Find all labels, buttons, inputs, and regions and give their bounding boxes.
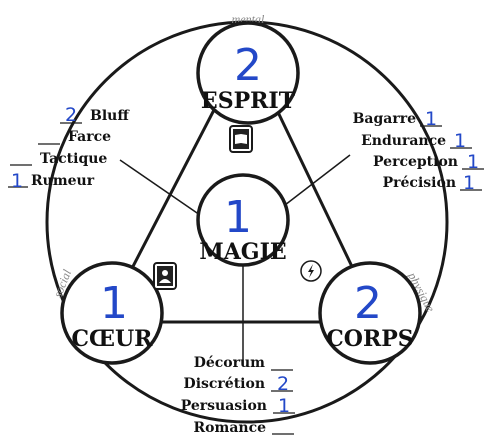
- node-esprit: 2 ESPRIT: [196, 21, 300, 125]
- lightning-icon: [300, 260, 322, 282]
- node-coeur-label: CŒUR: [72, 326, 154, 352]
- skill-row[interactable]: 2 Bluff: [60, 104, 130, 126]
- skill-row[interactable]: 1 Rumeur: [8, 170, 95, 192]
- skill-row[interactable]: Précision 1: [383, 172, 482, 194]
- skill-name: Persuasion: [181, 398, 267, 414]
- skill-row[interactable]: Tactique: [10, 151, 107, 167]
- skill-list-corps: Bagarre 1 Endurance 1 Perception 1 Préci…: [353, 108, 484, 194]
- skill-value[interactable]: 1: [454, 130, 466, 152]
- skill-name: Perception: [373, 154, 458, 170]
- connector-magie-right: [284, 154, 351, 206]
- skill-name: Romance: [194, 420, 267, 436]
- node-corps-value[interactable]: 2: [354, 278, 382, 329]
- skill-value[interactable]: 1: [425, 108, 437, 130]
- book-icon: [229, 125, 253, 153]
- node-coeur-circle: [60, 261, 164, 365]
- skill-list-esprit: 2 Bluff Farce Tactique 1 Rumeur: [8, 104, 130, 192]
- skill-name: Décorum: [194, 355, 265, 371]
- skill-value[interactable]: 1: [11, 170, 23, 192]
- skill-row[interactable]: Farce: [38, 129, 111, 145]
- skill-name: Farce: [68, 129, 111, 145]
- skill-name: Rumeur: [31, 173, 95, 189]
- skill-row[interactable]: Persuasion 1: [181, 395, 295, 417]
- connector-magie-left: [119, 159, 201, 216]
- person-card-icon: [153, 262, 177, 290]
- skill-row[interactable]: Décorum: [194, 355, 293, 371]
- node-magie-label: MAGIE: [199, 239, 286, 265]
- skill-row[interactable]: Endurance 1: [361, 130, 472, 152]
- node-corps-label: CORPS: [326, 326, 413, 352]
- skill-value[interactable]: 1: [467, 151, 479, 173]
- skill-name: Tactique: [40, 151, 107, 167]
- skill-name: Bluff: [90, 108, 130, 124]
- skill-list-coeur: Décorum Discrétion 2 Persuasion 1 Romanc…: [181, 355, 295, 436]
- node-coeur: 1 CŒUR: [60, 261, 164, 365]
- skill-value[interactable]: 1: [463, 172, 475, 194]
- node-magie-value[interactable]: 1: [224, 192, 252, 243]
- skill-value[interactable]: 2: [277, 373, 289, 395]
- node-esprit-circle: [196, 21, 300, 125]
- skill-name: Bagarre: [353, 111, 417, 127]
- skill-row[interactable]: Bagarre 1: [353, 108, 442, 130]
- node-esprit-label: ESPRIT: [201, 88, 296, 114]
- skill-name: Discrétion: [184, 376, 265, 392]
- node-coeur-value[interactable]: 1: [100, 278, 128, 329]
- node-magie: 1 MAGIE: [196, 173, 290, 267]
- skill-row[interactable]: Discrétion 2: [184, 373, 293, 395]
- skill-row[interactable]: Romance: [194, 420, 294, 436]
- skill-value[interactable]: 2: [65, 104, 77, 126]
- skill-name: Endurance: [361, 133, 446, 149]
- node-corps: 2 CORPS: [318, 261, 422, 365]
- skill-name: Précision: [383, 175, 456, 191]
- skill-row[interactable]: Perception 1: [373, 151, 484, 173]
- node-esprit-value[interactable]: 2: [234, 40, 262, 91]
- node-magie-circle: [196, 173, 290, 267]
- node-corps-circle: [318, 261, 422, 365]
- skill-value[interactable]: 1: [278, 395, 290, 417]
